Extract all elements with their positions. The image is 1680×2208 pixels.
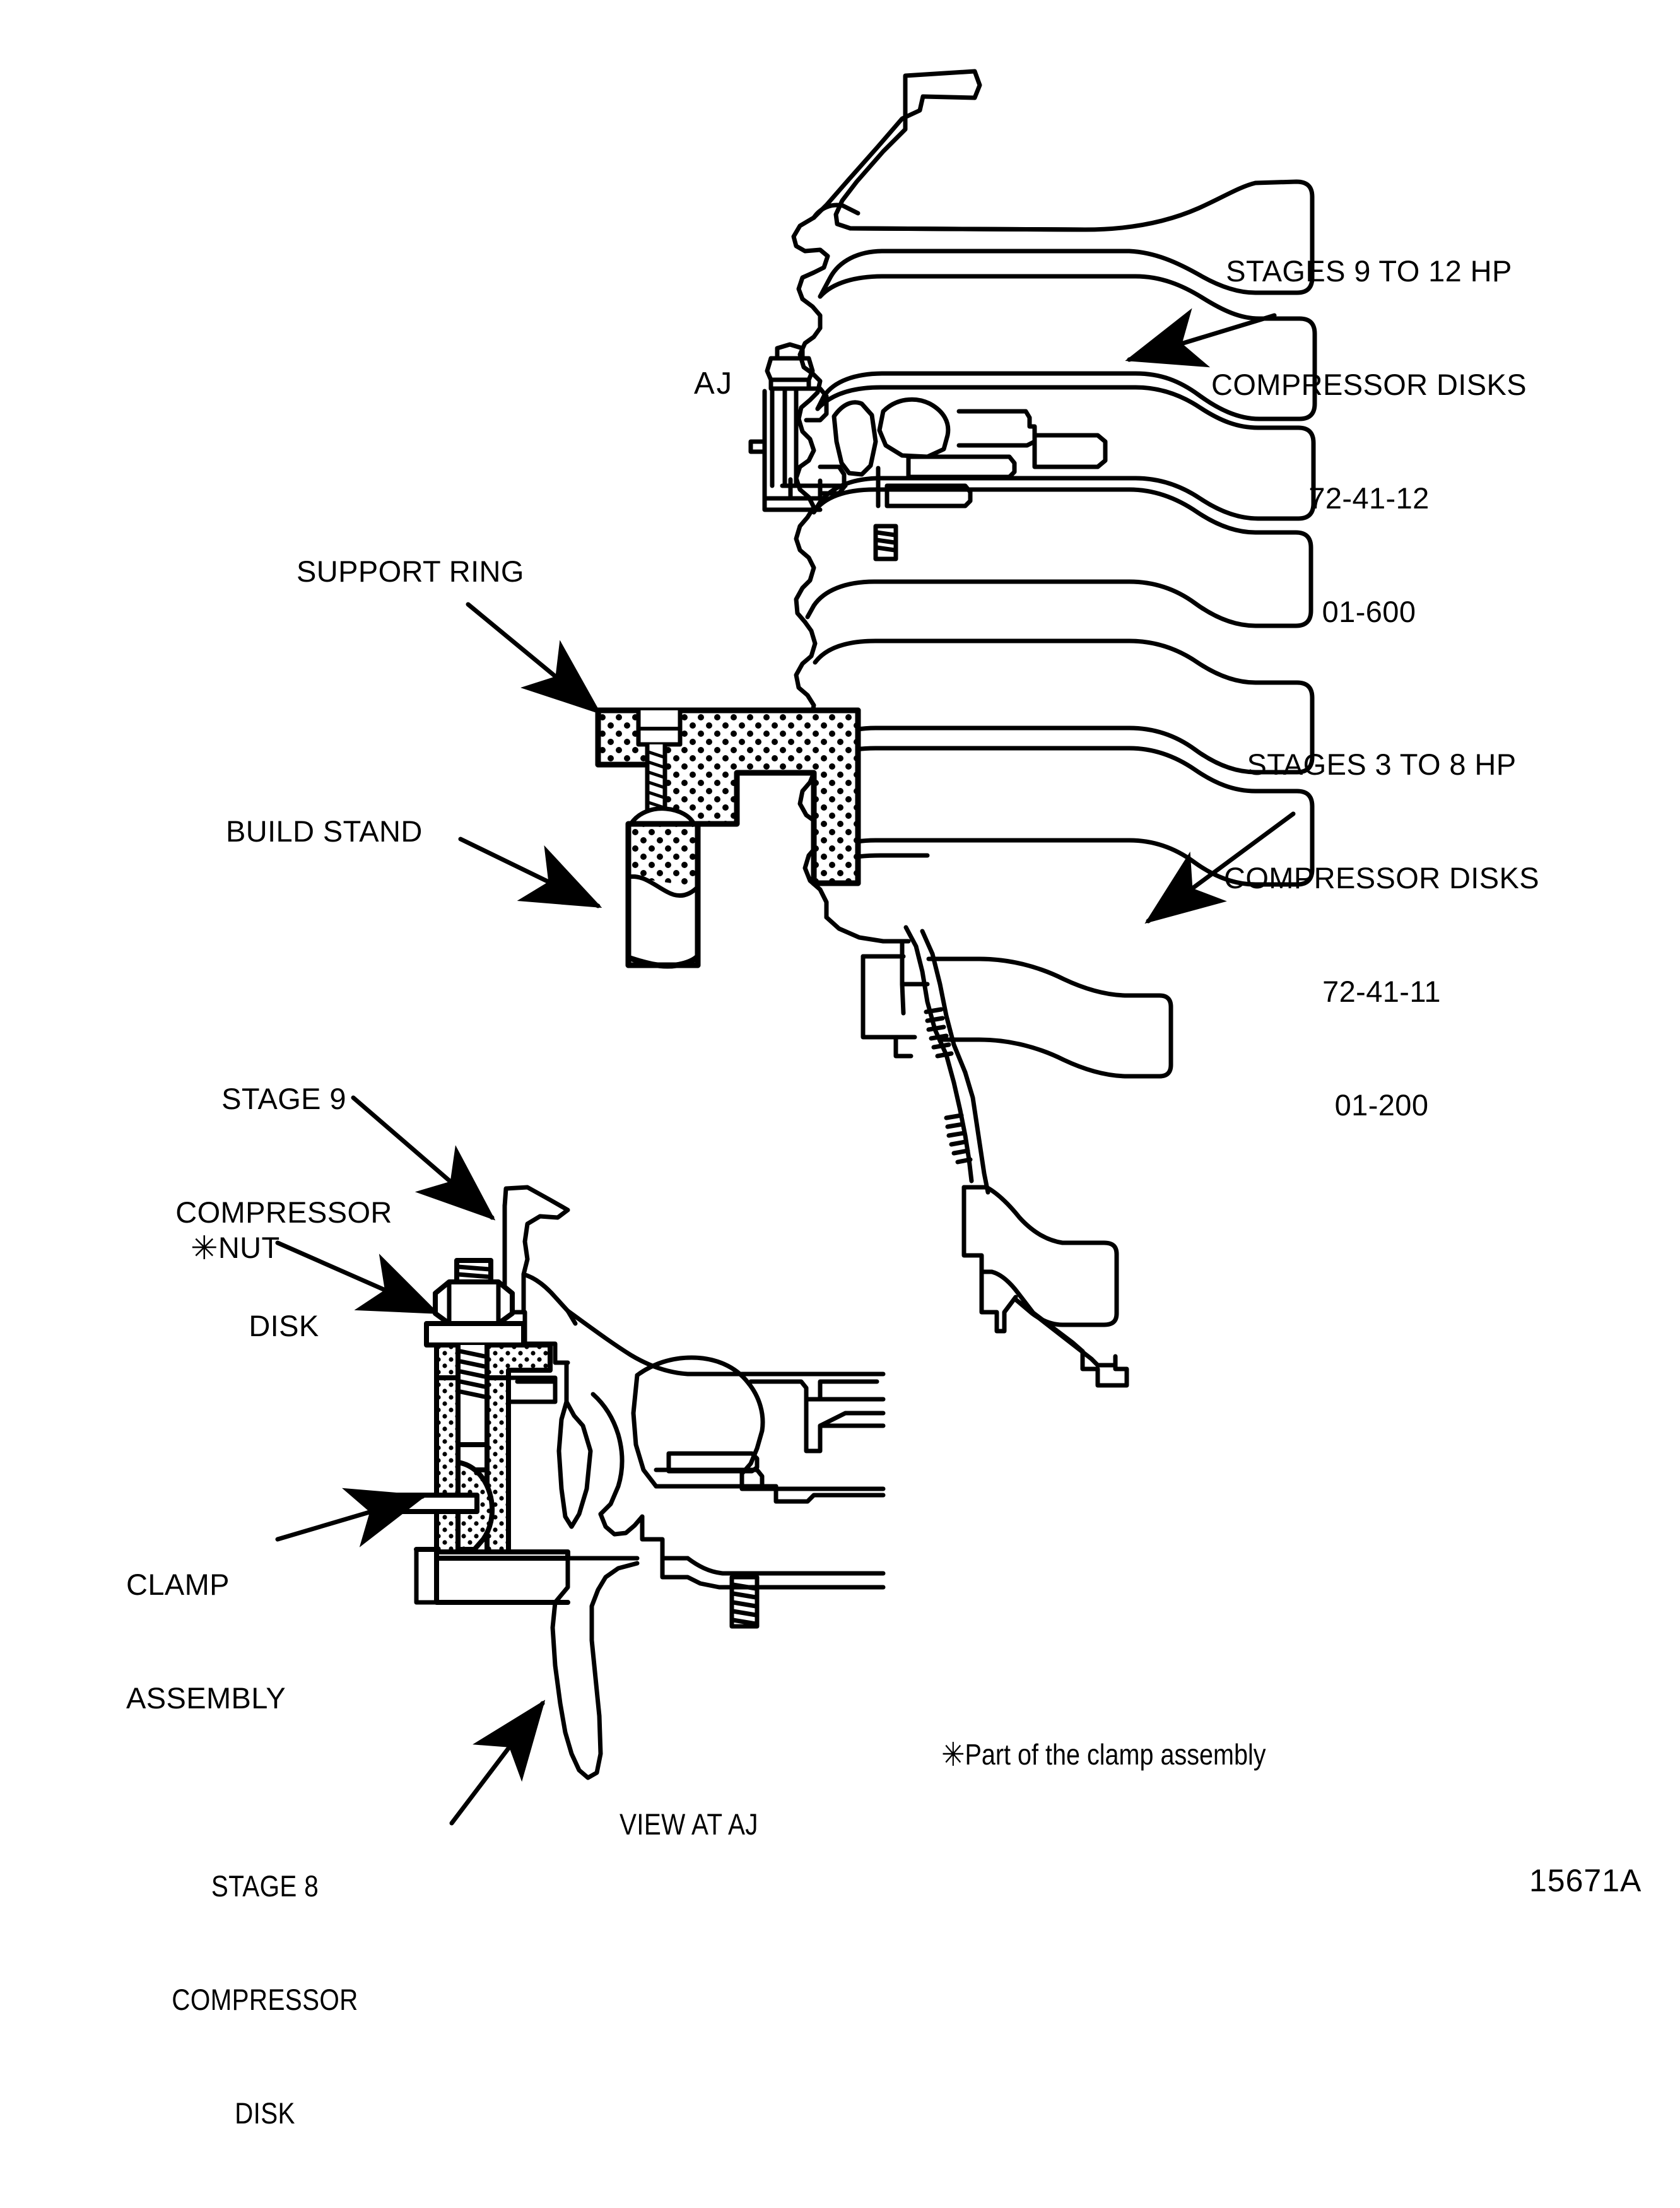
callout-stages-9-12-line2: COMPRESSOR DISKS [1211, 368, 1527, 401]
drawing-sheet: STAGES 9 TO 12 HP COMPRESSOR DISKS 72-41… [126, 69, 1642, 2130]
leader-stages-9-12 [1125, 308, 1277, 368]
six-point-star-icon-footnote: ✳ [941, 1736, 965, 1774]
callout-stage8-disk-line3: DISK [235, 2096, 295, 2130]
technical-illustration [275, 69, 1317, 1826]
callout-stages-9-12-line4: 01-600 [1322, 595, 1416, 628]
callout-stage9-disk: STAGE 9 COMPRESSOR DISK [145, 1004, 423, 1421]
leader-support-ring [466, 602, 602, 715]
leader-nut [275, 1240, 440, 1315]
callout-support-ring: SUPPORT RING [297, 555, 524, 588]
view-marker-aj: AJ [694, 367, 734, 401]
leader-build-stand [458, 837, 602, 908]
view-at-aj-detail [389, 1185, 886, 1780]
callout-nut: ✳NUT [156, 1191, 280, 1305]
callout-stages-9-12: STAGES 9 TO 12 HP COMPRESSOR DISKS 72-41… [1180, 177, 1558, 707]
callout-stages-3-8-line2: COMPRESSOR DISKS [1224, 861, 1539, 895]
footnote-text: Part of the clamp assembly [965, 1738, 1266, 1771]
leader-stage9-disk [351, 1095, 496, 1221]
callout-stage9-disk-line2: COMPRESSOR [175, 1195, 392, 1229]
callout-stage8-disk-line1: STAGE 8 [211, 1869, 319, 1903]
hp-compressor-rotor-stack [748, 69, 1317, 1388]
six-point-star-icon: ✳ [190, 1230, 218, 1267]
callout-stage9-disk-line1: STAGE 9 [221, 1082, 346, 1115]
callout-stage8-disk-line2: COMPRESSOR [172, 1983, 358, 2016]
callout-clamp-assembly-line1: CLAMP [126, 1568, 230, 1601]
leader-clamp-assembly [275, 1488, 427, 1547]
callout-stages-9-12-line1: STAGES 9 TO 12 HP [1226, 254, 1512, 288]
callout-stage8-disk: STAGE 8 COMPRESSOR DISK [146, 1792, 384, 2208]
callout-stages-3-8-line3: 72-41-11 [1322, 975, 1441, 1008]
leader-stage8-disk [449, 1700, 546, 1826]
callout-build-stand: BUILD STAND [226, 814, 423, 848]
caption-view-at-aj: VIEW AT AJ [620, 1807, 758, 1841]
support-ring-and-build-stand [595, 707, 861, 969]
aj-clamp-detail-inline [748, 342, 848, 512]
leader-lines [275, 308, 1296, 1826]
callout-nut-label: NUT [218, 1231, 280, 1264]
callout-clamp-assembly-line2: ASSEMBLY [126, 1681, 286, 1715]
callout-stages-3-8-line4: 01-200 [1334, 1088, 1429, 1122]
footnote-clamp-assembly: ✳Part of the clamp assembly [913, 1703, 1266, 1806]
callout-stages-3-8: STAGES 3 TO 8 HP COMPRESSOR DISKS 72-41-… [1192, 670, 1571, 1200]
callout-stage9-disk-line3: DISK [249, 1309, 319, 1342]
leader-stages-3-8 [1144, 811, 1296, 924]
drawing-number: 15671A [1529, 1863, 1642, 1898]
callout-stages-3-8-line1: STAGES 3 TO 8 HP [1247, 748, 1517, 781]
callout-stages-9-12-line3: 72-41-12 [1308, 481, 1430, 515]
callout-clamp-assembly: CLAMP ASSEMBLY [126, 1490, 286, 1793]
